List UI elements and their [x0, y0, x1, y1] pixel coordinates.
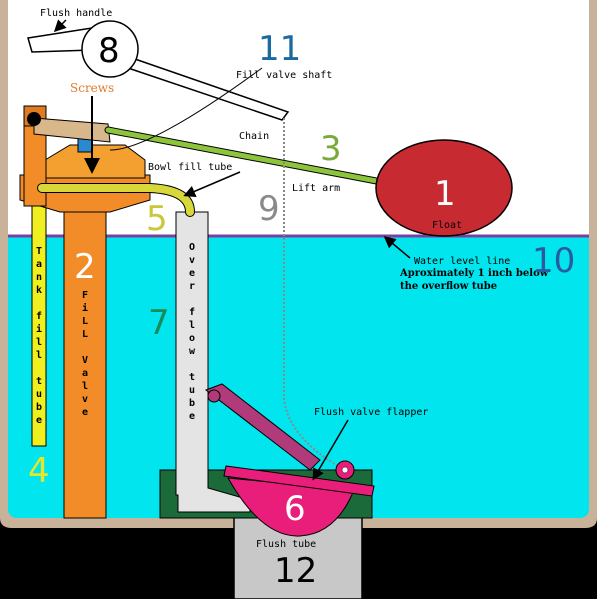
number-9: 9	[258, 189, 280, 229]
water-body	[8, 236, 589, 518]
overflow-tube-char: t	[189, 372, 195, 383]
tank-fill-tube-char: l	[36, 337, 42, 348]
tank-fill-tube-char: e	[36, 415, 42, 426]
flapper-arm	[204, 383, 321, 471]
flapper-rim	[223, 465, 375, 497]
number-10: 10	[532, 241, 575, 281]
overflow-tube	[175, 211, 251, 513]
number-3: 3	[320, 129, 342, 169]
handle-pivot	[27, 112, 41, 126]
tank-fill-tube-char: u	[36, 389, 42, 400]
tank-fill-tube-char: k	[36, 285, 42, 296]
number-5: 5	[146, 199, 168, 239]
label-water-level-line: Water level line	[414, 256, 510, 267]
tank-fill-tube-char: a	[36, 259, 42, 270]
flapper-hinge	[207, 389, 221, 403]
tank-fill-tube-char: f	[36, 311, 42, 322]
overflow-tube-char: b	[189, 398, 195, 409]
overflow-tube-char: u	[189, 385, 195, 396]
tank-fill-tube-char: T	[36, 246, 42, 257]
label-flush-tube: Flush tube	[256, 539, 316, 550]
label-water-level-note-2: the overflow tube	[400, 281, 497, 292]
lift-arm-inner	[105, 127, 385, 185]
number-7: 7	[148, 303, 170, 343]
bowl-fill-tube-arrow	[183, 171, 241, 197]
fill-valve-char: l	[82, 381, 88, 392]
tank-fill-tube-char: l	[36, 350, 42, 361]
label-float: Float	[432, 220, 462, 231]
overflow-tube-char: o	[189, 333, 195, 344]
number-4: 4	[28, 451, 50, 491]
tank-fill-tube-char: i	[36, 323, 42, 335]
tank-fill-tube-char: b	[36, 402, 42, 413]
number-11: 11	[258, 29, 301, 69]
chain	[283, 118, 346, 471]
overflow-tube-char: v	[189, 255, 195, 266]
flush-handle-arrow	[53, 19, 67, 33]
overflow-tube-char: f	[189, 307, 195, 318]
overflow-tube-char: O	[189, 242, 195, 253]
number-1: 1	[434, 174, 456, 214]
fill-valve-char: V	[82, 355, 88, 366]
fill-valve-char: F	[82, 290, 88, 301]
flush-handle-knob	[81, 20, 139, 78]
label-chain: Chain	[239, 131, 269, 142]
flush-valve-flapper	[227, 477, 355, 537]
overflow-tube-char: r	[189, 281, 195, 292]
fill-valve-char: a	[82, 368, 88, 379]
number-8: 8	[98, 31, 120, 71]
label-lift-arm: Lift arm	[292, 183, 340, 194]
overflow-tube-char: e	[189, 268, 195, 279]
label-fill-valve-shaft: Fill valve shaft	[236, 70, 332, 81]
number-12: 12	[274, 551, 317, 591]
flapper-chain-ring-hole	[341, 466, 349, 474]
flapper-arrow	[312, 419, 349, 481]
overflow-tube-char: e	[189, 411, 195, 422]
water-level-arrow	[383, 236, 411, 259]
overflow-tube-char: l	[189, 320, 195, 331]
float	[375, 139, 513, 237]
fill-valve-shaft-leader	[109, 67, 263, 151]
overflow-tube-char: w	[189, 346, 196, 357]
bowl-fill-tube-inner	[38, 184, 194, 216]
label-water-level-note-1: Aproximately 1 inch below	[399, 268, 549, 279]
number-2: 2	[74, 247, 96, 287]
fill-valve-char: i	[82, 302, 88, 314]
label-flush-valve-flapper: Flush valve flapper	[314, 407, 428, 418]
label-bowl-fill-tube: Bowl fill tube	[148, 162, 232, 173]
number-6: 6	[284, 489, 306, 529]
label-flush-handle: Flush handle	[40, 8, 112, 19]
fill-valve-char: v	[82, 394, 88, 405]
tank-fill-tube-char: t	[36, 376, 42, 387]
fill-valve-char: L	[82, 316, 88, 327]
fill-valve-char: L	[82, 329, 88, 340]
fill-valve-body	[63, 207, 107, 519]
label-screws: Screws	[70, 81, 114, 95]
tank-fill-tube-char: n	[36, 272, 42, 283]
fill-valve-char: e	[82, 407, 88, 418]
